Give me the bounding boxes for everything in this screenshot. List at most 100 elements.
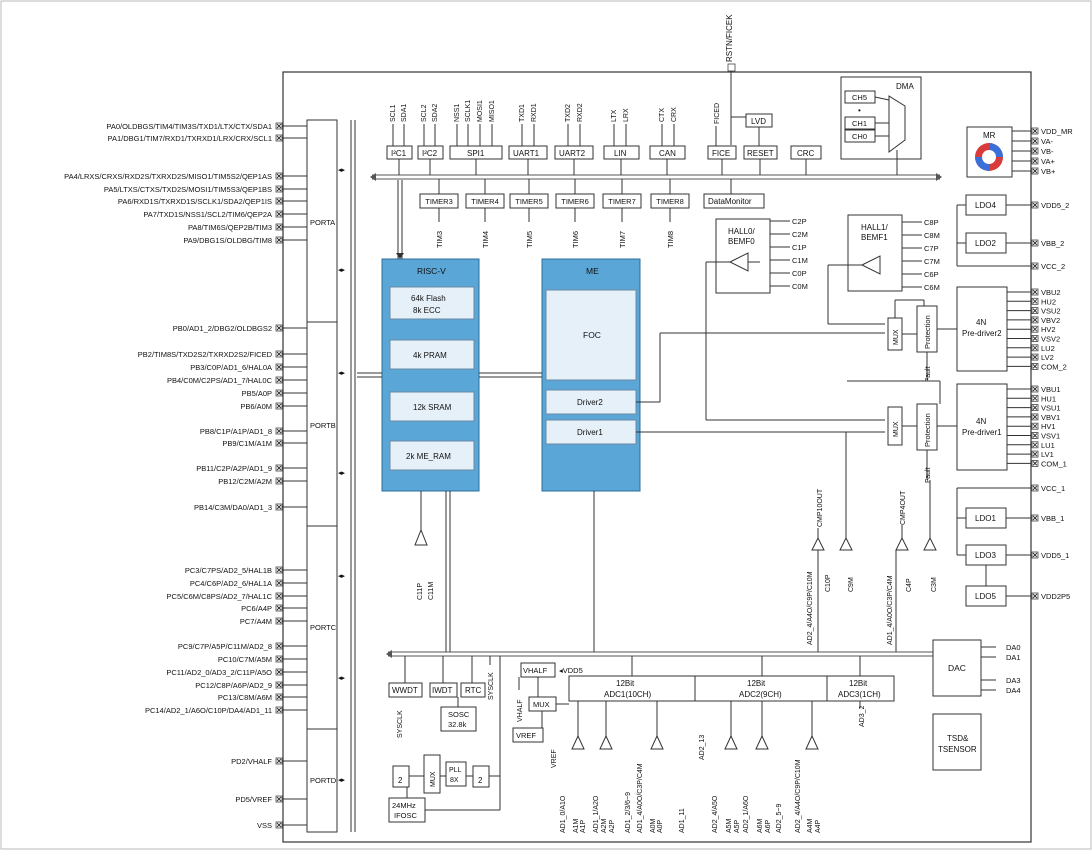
- timer-pin-label: TIM7: [618, 231, 627, 248]
- svg-text:ME: ME: [586, 266, 599, 276]
- adc2-pin-label: A6P: [765, 819, 772, 833]
- left-pin-label: PB5/A0P: [242, 389, 272, 398]
- svg-text:LDO1: LDO1: [975, 514, 996, 523]
- adc2-pin-label: AD2_4/A5O: [712, 795, 719, 833]
- svg-text:SYSCLK: SYSCLK: [397, 710, 404, 738]
- adc2-pin-label: AD2_5~9: [776, 804, 783, 833]
- svg-text:C9M: C9M: [848, 577, 855, 592]
- svg-text:LDO2: LDO2: [975, 239, 996, 248]
- me-engine: ME FOC Driver2 Driver1: [357, 258, 885, 652]
- adc2-pin-label: AD2_4/A4O/C9P/C10M: [795, 759, 802, 833]
- svg-text:SOSC: SOSC: [448, 710, 470, 719]
- svg-text:RISC-V: RISC-V: [417, 266, 446, 276]
- svg-text:LTX: LTX: [611, 109, 618, 122]
- left-pin-label: PA9/DBG1S/OLDBG/TIM8: [183, 236, 272, 245]
- data-monitor: DataMonitor: [703, 179, 765, 209]
- top-peripherals: I²C1 SCL1 SDA1 I²C2 SCL2 SDA2 SPI1 NSS1 …: [386, 100, 822, 175]
- hall-pin-label: C1P: [792, 243, 807, 252]
- adc2-pin-label: A4M: [807, 818, 814, 833]
- svg-text:8X: 8X: [450, 777, 459, 784]
- svg-text:IWDT: IWDT: [432, 686, 453, 695]
- mr-pin-label: VDD_MR: [1041, 127, 1073, 136]
- hall1-block: HALL1/ BEMF1: [827, 214, 903, 325]
- left-pin-label: PA0/OLDBGS/TIM4/TIM3S/TXD1/LTX/CTX/SDA1: [106, 122, 272, 131]
- svg-text:12k SRAM: 12k SRAM: [413, 403, 452, 412]
- svg-text:CH1: CH1: [852, 119, 867, 128]
- predriver-pin-label: LU2: [1041, 344, 1055, 353]
- svg-text:Protection: Protection: [923, 413, 932, 447]
- svg-text:12Bit: 12Bit: [616, 679, 635, 688]
- svg-text:FICE: FICE: [712, 149, 730, 158]
- adc1-pin-label: AD1_0/A1O: [560, 795, 567, 833]
- predriver-pin-label: VSV2: [1041, 335, 1060, 344]
- port-blocks: PORTA PORTB PORTC PORTD ◂▸ ◂▸ ◂▸ ◂▸ ◂▸ ◂…: [306, 119, 356, 833]
- svg-text:DMA: DMA: [896, 82, 914, 91]
- svg-text:CMP4OUT: CMP4OUT: [900, 490, 907, 525]
- svg-text:ADC3(1CH): ADC3(1CH): [838, 690, 881, 699]
- left-pin-label: PB2/TIM8S/TXD2S2/TXRXD2S2/FICED: [138, 350, 273, 359]
- svg-text:2: 2: [398, 776, 403, 785]
- adc2-pin-label: A5P: [734, 819, 741, 833]
- svg-text:LIN: LIN: [614, 149, 627, 158]
- left-pin-label: PC4/C6P/AD2_6/HAL1A: [190, 579, 272, 588]
- comparator-cmp4: CMP4OUT C4P C3M AD1_4/A0O/C3P/C4M: [887, 480, 938, 652]
- svg-text:4k PRAM: 4k PRAM: [413, 351, 447, 360]
- dac-pin-label: DA4: [1006, 686, 1021, 695]
- left-pin-label: VSS: [257, 821, 272, 830]
- porta-block: [306, 119, 338, 323]
- adc2-pin-label: AD2_1/A6O: [743, 795, 750, 833]
- opamp-symbol: [571, 734, 585, 750]
- tsd-block: TSD& TSENSOR: [932, 713, 982, 771]
- hall0-block: HALL0/ BEMF0: [705, 218, 885, 421]
- svg-text:Driver2: Driver2: [577, 398, 603, 407]
- svg-text:I²C2: I²C2: [422, 149, 438, 158]
- svg-text:◂▸: ◂▸: [338, 470, 346, 477]
- supply-pin-label: VDD5_2: [1041, 201, 1069, 210]
- svg-text:◂▸: ◂▸: [338, 267, 346, 274]
- svg-text:SYSCLK: SYSCLK: [488, 672, 495, 700]
- mr-pin-label: VA+: [1041, 157, 1055, 166]
- svg-text:HALL0/: HALL0/: [728, 227, 755, 236]
- left-pin-label: PC9/C7P/A5P/C11M/AD2_8: [178, 642, 272, 651]
- svg-text:PLL: PLL: [449, 767, 462, 774]
- timer-label: TIMER8: [656, 197, 684, 206]
- svg-text:CRX: CRX: [671, 107, 678, 122]
- left-pin-label: PC7/A4M: [240, 617, 272, 626]
- left-pin-label: PA4/LRXS/CRXS/RXD2S/TXRXD2S/MISO1/TIM5S2…: [64, 172, 272, 181]
- supply-pin-label: VCC_1: [1041, 484, 1065, 493]
- svg-text:CTX: CTX: [659, 108, 666, 122]
- left-pin-label: PC6/A4P: [241, 604, 272, 613]
- svg-text:C4P: C4P: [906, 578, 913, 592]
- svg-text:CMP10OUT: CMP10OUT: [817, 488, 824, 527]
- opamp-symbol: [724, 734, 738, 750]
- timers: TIMER3TIM3TIMER4TIM4TIMER5TIM5TIMER6TIM6…: [419, 179, 690, 248]
- adc1-pin-label: A0M: [650, 818, 657, 833]
- top-bus: [370, 173, 942, 181]
- hall-pin-label: C2M: [792, 230, 808, 239]
- left-pin-label: PB14/C3M/DA0/AD1_3: [194, 503, 272, 512]
- svg-text:FOC: FOC: [583, 330, 601, 340]
- porta-label: PORTA: [310, 218, 335, 227]
- svg-text:12Bit: 12Bit: [747, 679, 766, 688]
- svg-text:4N: 4N: [976, 417, 986, 426]
- opamp-symbol: [805, 734, 819, 750]
- predriver-pin-label: HV2: [1041, 325, 1056, 334]
- left-pin-label: PA5/LTXS/CTXS/TXD2S/MOSI1/TIM5S3/QEP1BS: [104, 185, 272, 194]
- svg-text:2k ME_RAM: 2k ME_RAM: [406, 452, 451, 461]
- svg-text:VREF: VREF: [551, 749, 558, 768]
- left-pin-label: PC10/C7M/A5M: [218, 655, 272, 664]
- svg-text:WWDT: WWDT: [392, 686, 418, 695]
- hall-pin-label: C0P: [792, 269, 807, 278]
- predriver-pin-label: VBV1: [1041, 413, 1060, 422]
- adc1-pin-label: AD1_4/A0O/C3P/C4M: [637, 763, 644, 833]
- svg-text:C11M: C11M: [428, 582, 435, 600]
- svg-text:MR: MR: [983, 131, 996, 140]
